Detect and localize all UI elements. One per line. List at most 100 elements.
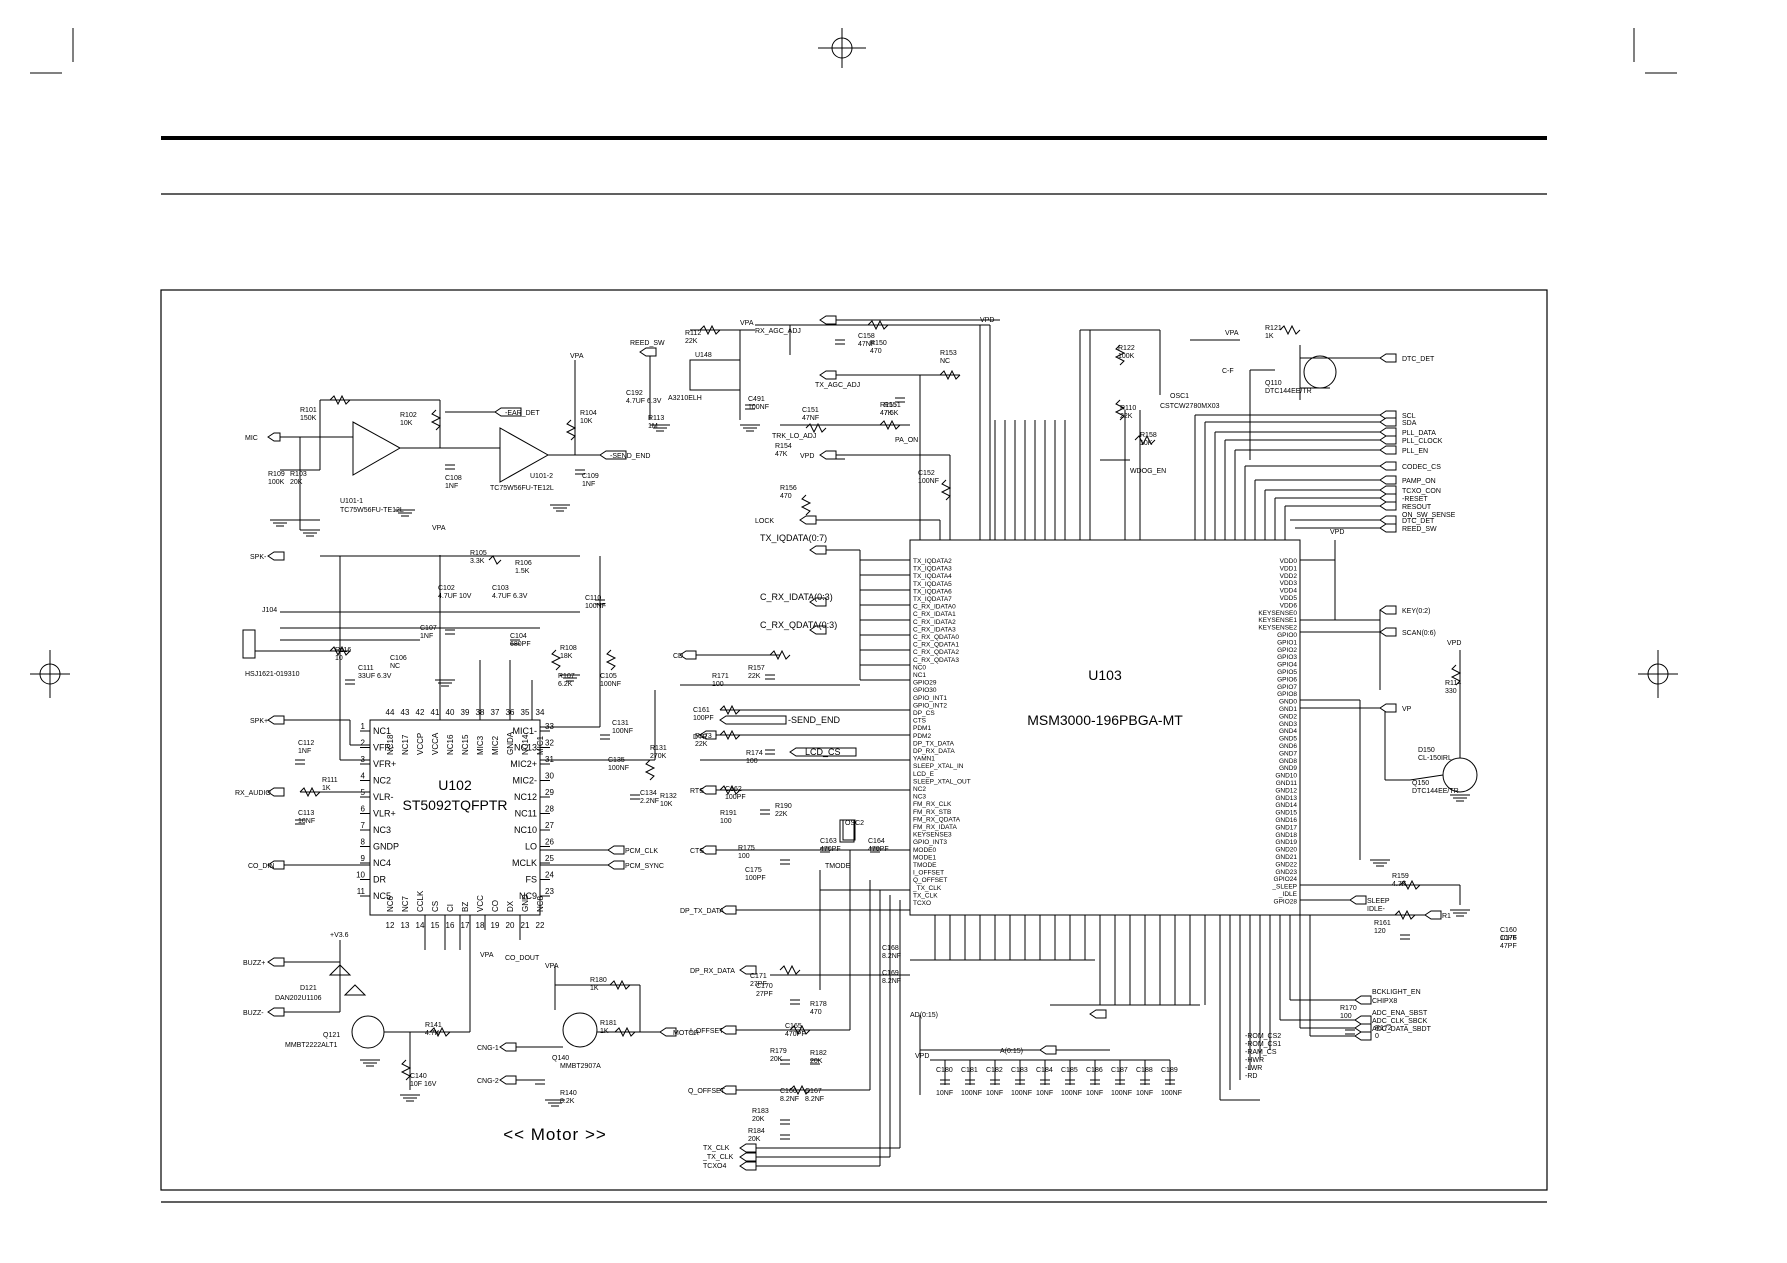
passive-value: 1NF [298,748,311,755]
net-tx-clk: TX_CLK [703,1145,730,1152]
passive-ref: C160 [1500,927,1517,934]
passive-ref: R114 [1445,680,1461,687]
net-tcxo-con: TCXO_CON [1402,488,1441,495]
u102-pin-num: 41 [431,708,440,717]
u102-pin-num: 40 [446,708,455,717]
u102-pin-num: 13 [401,921,410,930]
passive-value: 1K [600,1028,609,1035]
passive-ref: C166 [780,1088,797,1095]
passive-ref: R181 [600,1020,617,1027]
u102-pin-num: 26 [545,838,554,847]
u102-pin-name: NC1 [373,726,391,736]
net-co-dout: CO_DOUT [505,955,540,962]
u102-pin-name: VCCA [431,732,440,755]
passive-ref: R102 [400,412,417,419]
net-sda: SDA [1402,420,1417,427]
u103-right-pin: GND17 [1275,824,1297,831]
u102-pin-name: NC11 [515,809,537,819]
u103-left-pin: FM_RX_STB [913,809,951,816]
net-sleep: SLEEP [1367,898,1390,905]
passive-value: 1K [590,985,599,992]
net-key: KEY(0:2) [1402,608,1430,615]
u103-left-pin: GPIO30 [913,687,937,694]
passive-value: 22K [695,741,708,748]
u102-pin-num: 23 [545,887,554,896]
u102-pin-name: NC5 [373,891,391,901]
passive-ref: R156 [780,485,797,492]
u102-pin-name: VCCP [416,733,425,755]
hsj-part: HSJ1621-019310 [245,671,300,678]
u102-pin-num: 5 [361,788,366,797]
passive-ref: C102 [438,585,455,592]
net-pll-clock: PLL_CLOCK [1402,438,1443,445]
passive-ref: R161 [1374,920,1391,927]
passive-value: 27PF [756,991,773,998]
port-symbols [267,315,1442,1171]
passive-ref: R113 [648,415,664,422]
u102-pin-num: 43 [401,708,410,717]
u148-part: A3210ELH [668,395,702,402]
passive-value: 470 [810,1009,822,1016]
net-lwr: -LWR [1245,1065,1262,1072]
passive-value: 20K [748,1136,761,1143]
u102-ref: U102 [438,777,472,793]
u102-pin-name: NC13 [514,743,537,753]
net-dtc-det: DTC_DET [1402,356,1435,363]
passive-value: 1NF [420,633,433,640]
u103-right-pin: GND7 [1279,750,1297,757]
passive-ref: R184 [748,1128,765,1135]
u102-pin-num: 10 [356,871,365,880]
passive-value: 47PF [1500,943,1517,950]
u102-pin-name: MIC2- [513,776,538,786]
u103-right-pin: GPIO1 [1277,639,1297,646]
net-vpd-caps: VPD [915,1053,929,1060]
u102-pin-num: 17 [461,921,470,930]
u103-right-pin: GPIO28 [1274,898,1298,905]
u102-pin-num: 28 [545,805,554,814]
u103-left-pin: SLEEP_XTAL_IN [913,763,964,770]
passive-ref: R151 [884,402,901,409]
u102-pin-num: 16 [446,921,455,930]
u102-pin-num: 39 [461,708,470,717]
net-chipx8: CHIPX8 [1372,998,1397,1005]
u103-right-pin: GND15 [1275,810,1297,817]
u101-2-part: TC75W56FU-TE12L [490,485,554,492]
u102-pin-name: VLR- [373,792,394,802]
u103-left-pin: C_RX_IDATA0 [913,604,956,611]
passive-ref: R191 [720,810,737,817]
passive-ref: C163 [820,838,837,845]
u103-right-pin: KEYSENSE0 [1258,610,1297,617]
passive-ref: R174 [746,750,763,757]
passive-ref: C164 [868,838,885,845]
u102-pin-name: NC8 [536,895,545,912]
u103-left-pin: C_RX_IDATA3 [913,626,956,633]
net-lcd-cs: LCD_CS [805,747,841,757]
passive-ref: C103 [492,585,509,592]
passive-value: 100NF [600,681,621,688]
bypass-cap-value: 100NF [1011,1090,1032,1097]
net-rx-audio: RX_AUDIO [235,790,271,797]
q140-ref: Q140 [552,1055,569,1062]
passive-value: 330 [1445,688,1457,695]
d121-part: DAN202U1106 [275,995,322,1002]
u103-right-pin: GND1 [1279,706,1297,713]
passive-ref: C161 [693,707,710,714]
u102-pin-num: 14 [416,921,425,930]
u103-left-pin: NC2 [913,786,926,793]
net-cng2: CNG-2 [477,1078,499,1085]
net-c-rx-qdata: C_RX_QDATA(0:3) [760,620,837,630]
net-tcxo4: TCXO4 [703,1163,726,1170]
net-vpa-motor: VPA [545,963,559,970]
passive-ref: R158 [1140,432,1157,439]
passive-ref: C192 [626,390,643,397]
bypass-cap-ref: C188 [1136,1067,1153,1074]
bypass-cap-value: 10NF [1036,1090,1053,1097]
passive-ref: R153 [940,350,957,357]
bypass-cap-ref: C184 [1036,1067,1053,1074]
passive-ref: R157 [748,665,765,672]
net-tmode: TMODE [825,863,851,870]
u103-right-pin: VDD3 [1280,580,1298,587]
bypass-cap-ref: C185 [1061,1067,1078,1074]
u102-pin-name: BZ [461,902,470,912]
u103-left-pin: FM_RX_IDATA [913,824,957,831]
